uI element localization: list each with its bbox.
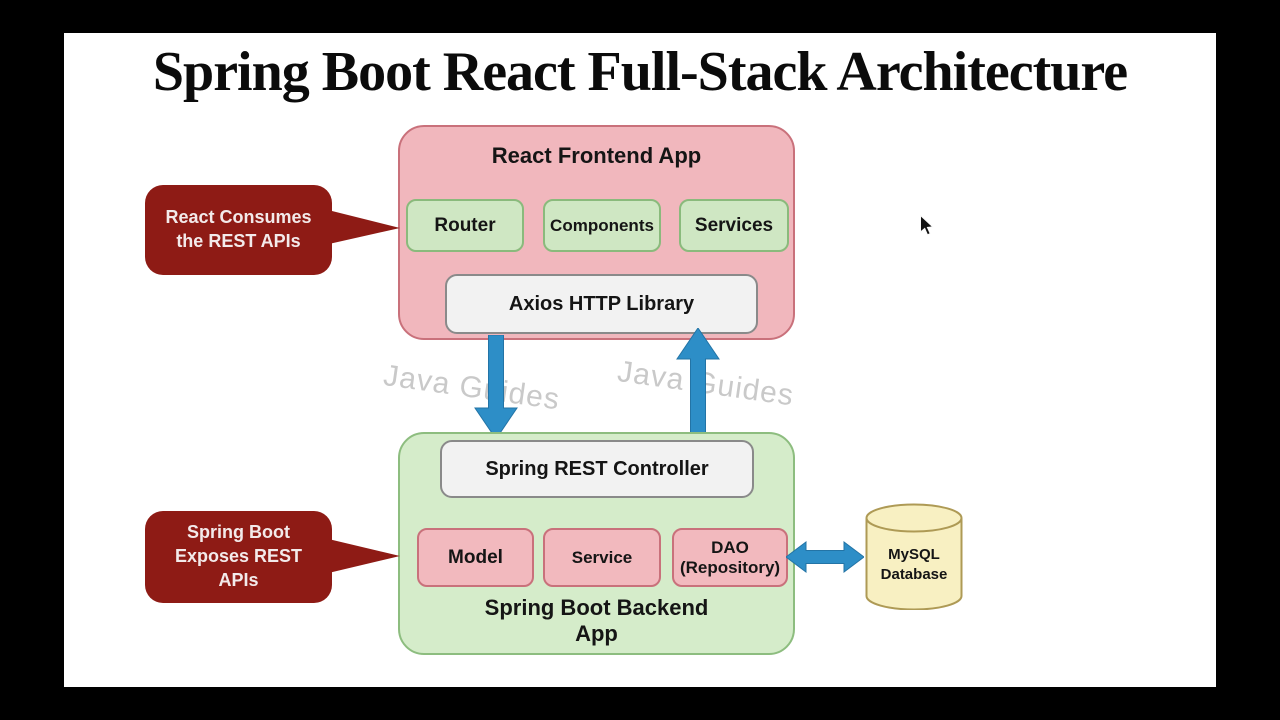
page-title: Spring Boot React Full-Stack Architectur… xyxy=(152,41,1128,103)
diagram-canvas: Spring Boot React Full-Stack Architectur… xyxy=(64,33,1216,687)
callout-spring-exposes: Spring Boot Exposes REST APIs xyxy=(145,511,332,603)
axios-library-box: Axios HTTP Library xyxy=(445,274,758,334)
watermark-text: Java Guides xyxy=(381,359,563,417)
backend-title: Spring Boot Backend App xyxy=(484,595,709,647)
spring-rest-controller-box: Spring REST Controller xyxy=(440,440,754,498)
services-box: Services xyxy=(679,199,789,252)
callout-react-consumes: React Consumes the REST APIs xyxy=(145,185,332,275)
router-box: Router xyxy=(406,199,524,252)
callout-pointer-icon xyxy=(320,537,400,575)
components-box: Components xyxy=(543,199,661,252)
callout-pointer-icon xyxy=(320,208,400,246)
arrow-up-icon xyxy=(676,328,720,439)
frontend-title: React Frontend App xyxy=(491,143,702,168)
database-cylinder-icon xyxy=(865,503,963,610)
arrow-down-icon xyxy=(474,335,518,439)
dao-repository-box: DAO (Repository) xyxy=(672,528,788,587)
database-label: MySQL Database xyxy=(880,546,948,584)
double-arrow-icon xyxy=(786,541,864,573)
model-box: Model xyxy=(417,528,534,587)
mouse-cursor-icon xyxy=(920,215,934,236)
service-box: Service xyxy=(543,528,661,587)
